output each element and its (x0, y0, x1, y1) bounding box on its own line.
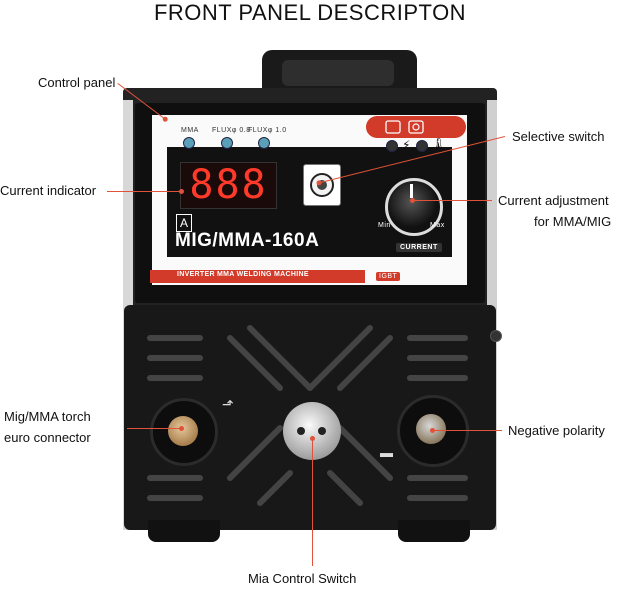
mode-indicator-mma (183, 137, 195, 149)
knob-indicator-mark (410, 184, 413, 198)
mode-indicator-flux10 (258, 137, 270, 149)
thermometer-icon: 🌡 (431, 137, 447, 151)
callout-selective-switch: Selective switch (512, 127, 604, 147)
mode-label-flux10: FLUXφ 1.0 (248, 127, 287, 134)
selective-switch[interactable] (303, 164, 341, 206)
knob-max-label: Max (430, 222, 445, 229)
connector-pin-left (297, 427, 305, 435)
overheat-indicator (416, 140, 428, 152)
callout-negative-polarity: Negative polarity (508, 421, 605, 441)
callout-current-indicator: Current indicator (0, 181, 96, 201)
mode-label-flux08: FLUXφ 0.8 (212, 127, 251, 134)
power-indicator (386, 140, 398, 152)
leader-current-adjustment (412, 200, 492, 201)
leader-negative-polarity (432, 430, 502, 431)
foot-left (148, 520, 220, 542)
callout-control-panel: Control panel (38, 73, 115, 93)
knob-current-label: CURRENT (396, 243, 442, 252)
igbt-badge: IGBT (376, 272, 400, 281)
leader-torch-connector (127, 428, 182, 429)
handle-grip (282, 60, 394, 86)
ground-clamp-icon: ▬ (380, 445, 394, 460)
lightning-icon: ⚡ (402, 138, 411, 152)
torch-connector-pin (168, 416, 198, 446)
callout-current-adjustment: Current adjustment for MMA/MIG (498, 190, 611, 232)
callout-torch-line1: Mig/MMA torch (4, 406, 91, 427)
callout-current-adjustment-line1: Current adjustment (498, 190, 611, 211)
mode-indicator-flux08 (221, 137, 233, 149)
callout-control-switch: Mia Control Switch (248, 569, 356, 589)
leader-control-switch (312, 438, 313, 566)
callout-torch-line2: euro connector (4, 427, 91, 448)
page-title: FRONT PANEL DESCRIPTON (0, 0, 620, 26)
torch-icon: ⬏ (222, 396, 234, 413)
mode-label-mma: MMA (181, 127, 199, 134)
current-display: 888 (180, 162, 277, 209)
leader-current-indicator (107, 191, 182, 192)
foot-right (398, 520, 470, 542)
callout-torch-connector: Mig/MMA torch euro connector (4, 406, 91, 448)
callout-current-adjustment-line2: for MMA/MIG (534, 211, 611, 232)
banner-text: INVERTER MMA WELDING MACHINE (177, 271, 309, 278)
knob-min-label: Min (378, 222, 391, 229)
side-screw (490, 330, 502, 342)
model-name: MIG/MMA-160A (175, 230, 319, 252)
status-icon-strip (366, 116, 466, 138)
connector-pin-right (318, 427, 326, 435)
